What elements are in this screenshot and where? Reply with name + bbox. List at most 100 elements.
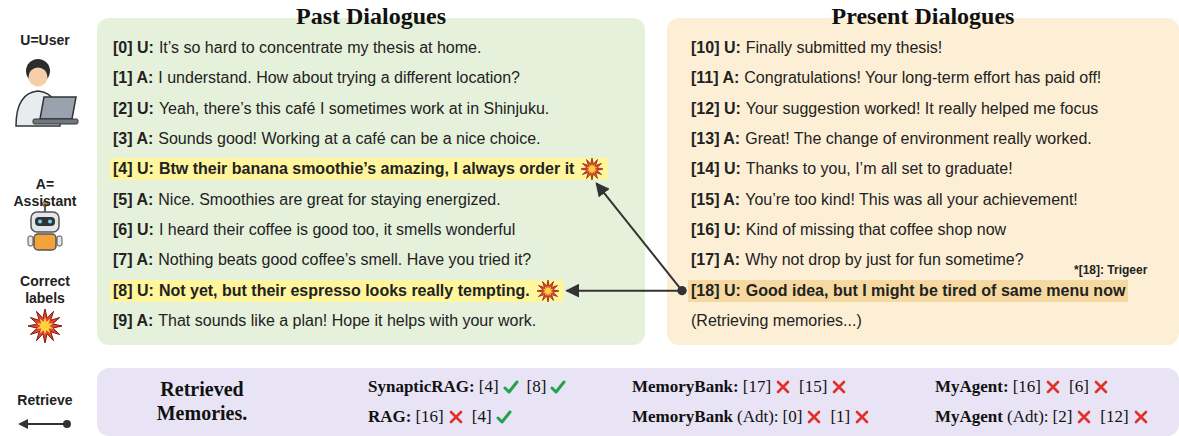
past-dialogue-panel: [0] U:It’s so hard to concentrate my the… — [97, 18, 645, 345]
utterance-line: [3] A:Sounds good! Working at a café can… — [110, 128, 543, 150]
utterance-line: [15] A:You’re too kind! This was all you… — [688, 189, 1081, 211]
method-name: MyAgent — [935, 406, 1003, 428]
utterance-text: Nothing beats good coffee’s smell. Have … — [158, 250, 531, 270]
utterance-line: [9] A:That sounds like a plan! Hope it h… — [110, 310, 539, 332]
utterance-text: Sounds good! Working at a café can be a … — [158, 129, 540, 149]
panel-fills — [97, 18, 1179, 436]
utterance-text: Finally submitted my thesis! — [746, 38, 943, 58]
speaker-tag: [16] U: — [691, 220, 741, 240]
utterance-text: Kind of missing that coffee shop now — [746, 220, 1006, 240]
speaker-tag: [6] U: — [113, 220, 154, 240]
utterance-line: [7] A:Nothing beats good coffee’s smell.… — [110, 249, 534, 271]
memory-index: [6] — [1069, 376, 1089, 398]
legend-label: Retrieve — [3, 392, 87, 409]
highlighted-utterance: [8] U:Not yet, but their espresso looks … — [110, 280, 564, 302]
correct-label-star — [579, 158, 605, 180]
speaker-tag: [15] A: — [691, 190, 740, 210]
speaker-tag: [5] A: — [113, 190, 153, 210]
utterance-line: [17] A:Why not drop by just for fun some… — [688, 249, 1027, 271]
retrieval-result: MemoryBank:[17] [15] — [632, 376, 851, 398]
legend-label: A= Assistant — [5, 176, 85, 210]
utterance-text: That sounds like a plan! Hope it helps w… — [158, 311, 536, 331]
utterance-line: [16] U:Kind of missing that coffee shop … — [688, 219, 1009, 241]
method-name: MyAgent: — [935, 376, 1009, 398]
utterance-line: [6] U:I heard their coffee is good too, … — [110, 219, 518, 241]
utterance-text: I understand. How about trying a differe… — [158, 68, 520, 88]
panel-fill — [97, 18, 645, 345]
highlighted-utterance: [18] U:Good idea, but I might be tired o… — [688, 280, 1128, 302]
retrieval-result: MyAgent:[16] [6] — [935, 376, 1113, 398]
memory-index: (Adt): — [737, 406, 779, 428]
speaker-tag: [11] A: — [691, 68, 739, 88]
cross-mark — [1076, 409, 1092, 425]
speaker-tag: [3] A: — [113, 129, 153, 149]
panel-fill — [97, 368, 1179, 436]
check-mark — [496, 409, 512, 425]
utterance-text: Congratulations! Your long-term effort h… — [744, 68, 1101, 88]
correct-label-star — [535, 280, 561, 302]
utterance-text: Why not drop by just for fun sometime? — [745, 250, 1023, 270]
band-title: Retrieved Memories. — [137, 377, 267, 425]
retrieve-arrow-icon — [18, 419, 71, 429]
retrieval-arrow — [567, 290, 682, 292]
speaker-tag: [2] U: — [113, 99, 154, 119]
panel-title: Present Dialogues — [667, 2, 1179, 30]
memory-index: [15] — [799, 376, 827, 398]
panel-title: Past Dialogues — [97, 2, 645, 30]
method-name: MemoryBank — [632, 406, 733, 428]
speaker-tag: [9] A: — [113, 311, 153, 331]
trigger-dot — [678, 286, 687, 295]
cross-mark — [831, 379, 847, 395]
utterance-text: Btw their banana smoothie’s amazing, I a… — [159, 159, 575, 179]
utterance-text: (Retrieving memories...) — [691, 311, 862, 331]
utterance-text: Thanks to you, I’m all set to graduate! — [746, 159, 1013, 179]
utterance-text: Your suggestion worked! It really helped… — [746, 99, 1099, 119]
retrieval-result: MyAgent(Adt):[2][12] — [935, 406, 1153, 428]
method-name: MemoryBank: — [632, 376, 739, 398]
method-name: RAG: — [368, 406, 411, 428]
retrieval-result: SynapticRAG:[4] [8] — [368, 376, 570, 398]
speaker-tag: [10] U: — [691, 38, 741, 58]
cross-mark — [806, 409, 822, 425]
speaker-tag: [0] U: — [113, 38, 154, 58]
correct-label-star-icon — [28, 309, 62, 343]
utterance-text: You’re too kind! This was all your achie… — [745, 190, 1078, 210]
speaker-tag: [12] U: — [691, 99, 741, 119]
legend-label: U=User — [3, 32, 87, 49]
utterance-line: [1] A:I understand. How about trying a d… — [110, 67, 523, 89]
memory-index: [17] — [743, 376, 771, 398]
cross-mark — [775, 379, 791, 395]
utterance-line: [2] U:Yeah, there’s this café I sometime… — [110, 98, 552, 120]
utterance-text: I heard their coffee is good too, it sme… — [159, 220, 515, 240]
memory-index: [12] — [1100, 406, 1128, 428]
retrieval-result: RAG:[16][4] — [368, 406, 516, 428]
cross-mark — [448, 409, 464, 425]
trigger-note: *[18]: Trigeer — [1074, 262, 1174, 279]
memory-index: [8] — [527, 376, 547, 398]
utterance-line: [13] A:Great! The change of environment … — [688, 128, 1095, 150]
speaker-tag: [4] U: — [113, 159, 154, 179]
speaker-tag: [7] A: — [113, 250, 153, 270]
cross-mark — [1093, 379, 1109, 395]
memory-index: [1] — [830, 406, 850, 428]
memory-index: [16] — [1013, 376, 1041, 398]
method-name: SynapticRAG: — [368, 376, 475, 398]
memory-index: [4] — [479, 376, 499, 398]
cross-mark — [1045, 379, 1061, 395]
utterance-text: Yeah, there’s this café I sometimes work… — [159, 99, 549, 119]
cross-mark — [854, 409, 870, 425]
utterance-line: [11] A:Congratulations! Your long-term e… — [688, 67, 1104, 89]
user-icon — [16, 59, 78, 126]
utterance-line: [14] U:Thanks to you, I’m all set to gra… — [688, 158, 1016, 180]
highlighted-utterance: [4] U:Btw their banana smoothie’s amazin… — [110, 158, 608, 180]
utterance-text: It’s so hard to concentrate my thesis at… — [159, 38, 482, 58]
retrieval-arrow — [596, 183, 682, 290]
memory-index: [0] — [783, 406, 803, 428]
cross-mark — [1133, 409, 1149, 425]
utterance-text: Great! The change of environment really … — [745, 129, 1092, 149]
speaker-tag: [13] A: — [691, 129, 740, 149]
utterance-text: Not yet, but their espresso looks really… — [159, 281, 530, 301]
utterance-line: (Retrieving memories...) — [688, 310, 865, 332]
